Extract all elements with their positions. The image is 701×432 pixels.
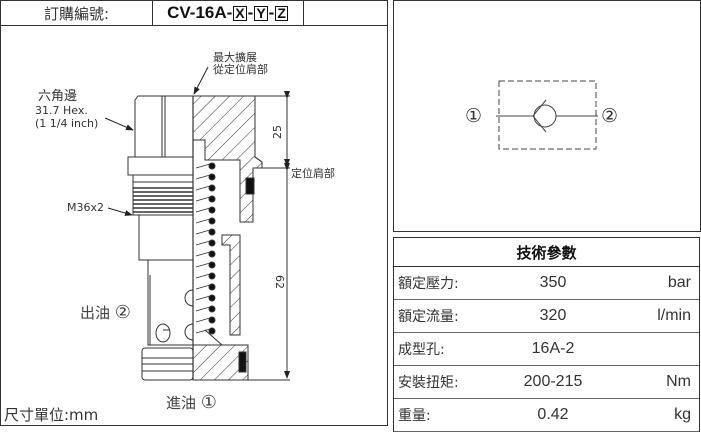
model-sep: - [247,3,254,22]
check-ball [533,104,557,128]
max-extension-label-2: 從定位肩部 [213,63,268,76]
dimension-lines [248,91,290,381]
spec-table: 技術參數 額定壓力: 350 bar 額定流量: 320 l/min 成型孔: … [393,237,700,432]
spec-value: 350 [539,274,567,291]
spec-key: 成型孔: [398,342,445,358]
spec-value: 200-215 [523,373,583,390]
cartridge-body [127,95,194,381]
spec-value: 0.42 [537,406,569,423]
model-sep: - [268,3,275,22]
collar [127,156,194,176]
leader-lines [104,66,209,216]
hex-size-label: 31.7 Hex. [35,104,88,117]
spec-unit: kg [674,406,691,423]
spring [208,162,216,335]
model-option-z: Z [275,4,288,21]
unit-note: 尺寸單位:mm [4,406,99,424]
port1-text: 進油 [166,394,197,412]
hex-inch-label: (1 1/4 inch) [35,117,99,130]
port2-number: ② [114,302,131,323]
dim-25-label: 25 [271,125,284,139]
model-prefix: CV-16A- [167,3,233,22]
thread [132,174,194,216]
dim-62-label: 62 [273,275,286,289]
hex-head [134,95,194,158]
spec-unit: l/min [657,307,691,324]
cartridge-drawing [104,66,290,381]
spec-row: 額定壓力: 350 bar [394,267,699,300]
port2-text: 出油 [80,304,111,322]
model-option-x: X [233,4,247,21]
spec-title: 技術參數 [394,238,699,267]
spec-row: 額定流量: 320 l/min [394,300,699,333]
cross-section [192,95,263,381]
spec-key: 額定流量: [398,309,459,325]
port2-label: 出油 ② [80,302,131,323]
model-option-y: Y [254,4,268,21]
spec-row: 安裝扭矩: 200-215 Nm [394,366,699,399]
spec-row: 成型孔: 16A-2 [394,333,699,366]
max-extension-label-1: 最大擴展 [213,51,257,64]
spec-key: 額定壓力: [398,276,459,292]
port1-label: 進油 ① [166,392,217,413]
hex-label: 六角邊 [38,89,78,104]
spec-key: 安裝扭矩: [398,375,459,391]
thread-label: M36x2 [67,201,104,214]
spec-unit: Nm [666,373,691,390]
symbol-port1: ① [465,105,483,127]
spec-value: 320 [539,307,567,324]
spec-row: 重量: 0.42 kg [394,399,699,432]
symbol-port2: ② [601,105,619,127]
spec-value: 16A-2 [531,340,575,357]
spec-unit: bar [667,274,691,291]
hydraulic-symbol [496,80,598,150]
symbol-envelope [498,80,597,150]
order-label: 訂購編號: [43,4,110,23]
port1-number: ① [200,392,217,413]
spec-key: 重量: [398,408,431,424]
shoulder-label: 定位肩部 [291,167,335,180]
